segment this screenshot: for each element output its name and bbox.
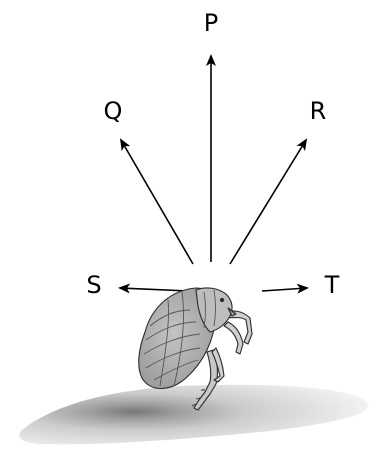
direction-arrows [120, 56, 307, 291]
label-p: P [204, 9, 218, 37]
label-s: S [86, 271, 101, 299]
arrow-t [262, 288, 307, 291]
label-r: R [310, 97, 327, 125]
label-q: Q [104, 97, 123, 125]
ground-shadow [19, 385, 368, 444]
arrow-q [121, 140, 193, 264]
arrow-r [230, 140, 306, 264]
arrow-s [120, 288, 189, 291]
label-t: T [324, 271, 340, 299]
